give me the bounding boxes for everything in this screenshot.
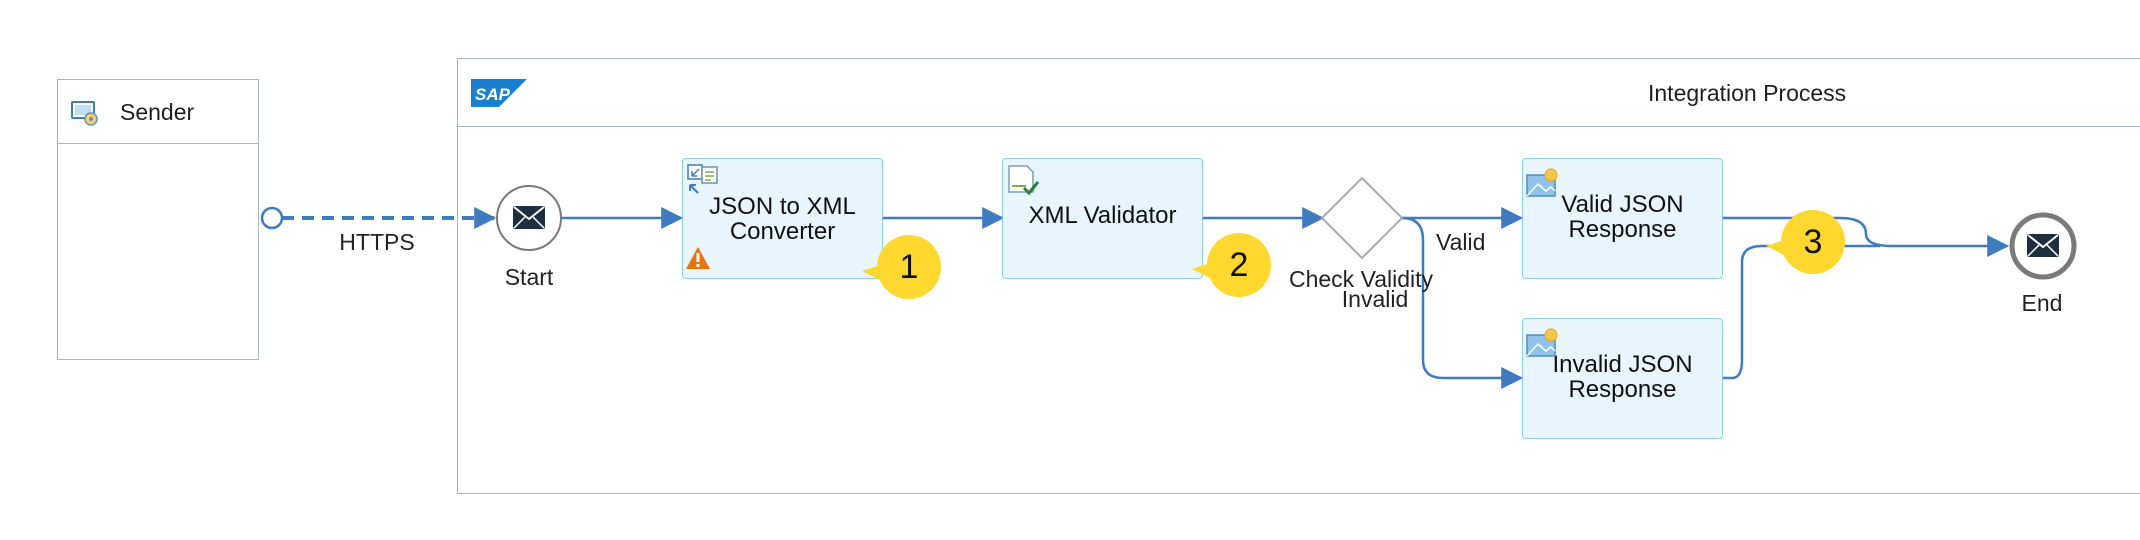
- callout-badge-1-number: 1: [899, 247, 919, 286]
- sap-logo: SAP: [471, 79, 527, 107]
- invalid-json-response-label: Invalid JSON Response: [1552, 350, 1693, 403]
- converter-icon: [687, 164, 718, 194]
- end-label: End: [2021, 290, 2063, 316]
- xml-validator-label: XML Validator: [1028, 202, 1177, 229]
- end-event[interactable]: [2009, 212, 2077, 280]
- integration-process-header: SAP Integration Process: [458, 59, 2140, 127]
- content-modifier-icon: [1526, 328, 1558, 357]
- callout-badge-2-number: 2: [1229, 245, 1249, 284]
- start-event[interactable]: [496, 185, 562, 251]
- callout-badge-2[interactable]: 2: [1192, 233, 1271, 297]
- validator-icon: [1008, 165, 1040, 196]
- integration-process-title: Integration Process: [1648, 80, 1847, 106]
- check-validity-gateway[interactable]: [1320, 176, 1404, 260]
- content-modifier-icon: [1526, 168, 1558, 197]
- connection-origin-circle[interactable]: [260, 206, 284, 230]
- callout-badge-3-number: 3: [1803, 222, 1823, 261]
- sender-pool[interactable]: Sender: [57, 79, 259, 360]
- start-label: Start: [504, 264, 554, 290]
- check-validity-label: Check Validity: [1288, 266, 1434, 292]
- flow-invalid-to-end[interactable]: [1723, 244, 1880, 380]
- warning-icon: [686, 247, 710, 269]
- json-to-xml-converter-label: JSON to XML Converter: [709, 192, 856, 245]
- xml-validator-step[interactable]: XML Validator: [1002, 158, 1203, 279]
- callout-badge-1[interactable]: 1: [862, 235, 941, 299]
- sender-title: Sender: [120, 99, 195, 125]
- svg-text:SAP: SAP: [475, 85, 511, 104]
- sender-header: Sender: [58, 80, 258, 144]
- valid-json-response-label: Valid JSON Response: [1561, 190, 1684, 243]
- flow-gateway-invalid[interactable]: [1401, 216, 1524, 389]
- sender-system-icon: [71, 101, 98, 126]
- invalid-route-label: Invalid: [1341, 286, 1409, 312]
- envelope-icon: [513, 206, 545, 229]
- envelope-icon: [2027, 234, 2059, 257]
- callout-badge-3[interactable]: 3: [1766, 210, 1845, 274]
- https-label: HTTPS: [339, 229, 415, 255]
- flow-valid-to-end[interactable]: [1723, 216, 2010, 257]
- valid-route-label: Valid: [1436, 229, 1486, 255]
